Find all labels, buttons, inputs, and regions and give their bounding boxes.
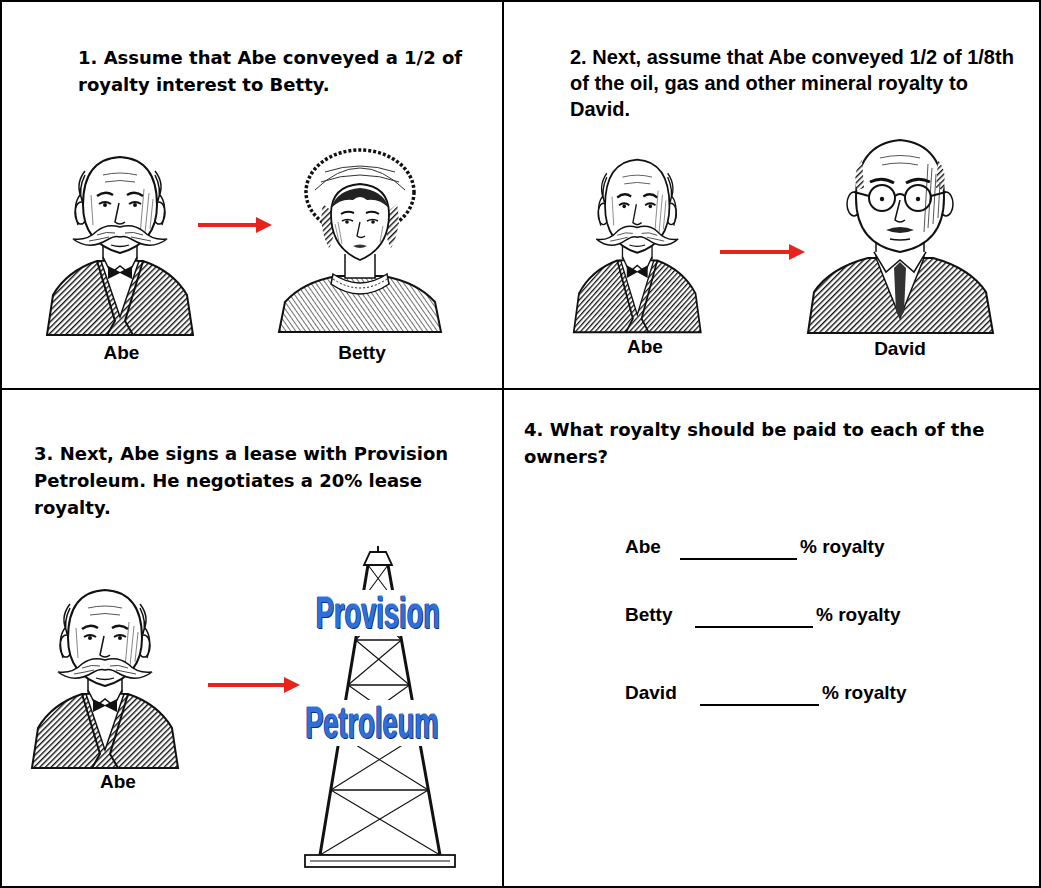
answer-blank <box>700 704 819 706</box>
owner-name: David <box>625 682 677 704</box>
panel: Abe David 2. Next, assume that Abe conveye… <box>502 0 1041 390</box>
portrait-box: Abe <box>570 140 720 362</box>
conveyance-arrow <box>720 250 795 254</box>
person-name: Betty <box>272 342 452 364</box>
portrait-betty <box>357 222 365 238</box>
answer-unit: % royalty <box>800 536 884 558</box>
answer-blank <box>680 558 797 560</box>
portrait-abe-3 <box>32 590 178 768</box>
oil-derrick <box>377 546 379 552</box>
owner-name: Betty <box>625 604 673 626</box>
portrait-betty <box>371 220 375 224</box>
step-text: 2. Next, assume that Abe conveyed 1/2 of… <box>570 44 1020 122</box>
person-name: Abe <box>28 771 208 793</box>
portrait-david <box>856 140 944 252</box>
oil-rig-box: ProvisionPetroleum <box>300 545 460 877</box>
oil-derrick <box>310 861 450 862</box>
answer-blank <box>695 626 813 628</box>
portrait-david <box>886 227 914 233</box>
portrait-betty <box>331 188 389 208</box>
portrait-abe-2 <box>574 160 701 333</box>
portrait-betty <box>331 274 389 294</box>
portrait-betty <box>279 150 441 332</box>
owner-name: Abe <box>625 536 661 558</box>
portrait-abe-1 <box>47 157 193 335</box>
portrait-david <box>880 156 920 166</box>
portrait-david <box>916 197 920 201</box>
step-text: 3. Next, Abe signs a lease with Provisio… <box>34 440 496 521</box>
portrait-betty <box>331 184 389 260</box>
step-text: 1. Assume that Abe conveyed a 1/2 of roy… <box>78 44 478 98</box>
company-name: Petroleum <box>303 700 441 746</box>
portrait-david <box>870 179 930 183</box>
portrait-david <box>905 185 931 211</box>
conveyance-arrow <box>208 683 290 687</box>
answer-blank <box>680 559 819 705</box>
portrait-david <box>936 160 945 190</box>
portrait-david <box>874 252 926 272</box>
person-name: Abe <box>570 336 720 358</box>
portrait-box: David <box>805 122 995 364</box>
portrait-betty <box>353 245 367 249</box>
portrait-david <box>894 262 906 318</box>
portrait-abe-1 <box>47 157 193 335</box>
portrait-david <box>808 140 993 333</box>
person-name: Abe <box>45 342 198 364</box>
portrait-david <box>869 185 895 211</box>
portrait-betty <box>333 279 387 288</box>
panel: 4. What royalty should be paid to each o… <box>502 388 1041 888</box>
portrait-box: Betty <box>272 138 452 368</box>
portrait-david <box>890 239 910 240</box>
portrait-david <box>855 160 864 190</box>
portrait-box: Abe <box>28 572 208 797</box>
answer-unit: % royalty <box>822 682 906 704</box>
portrait-david <box>880 197 884 201</box>
portrait-abe-3 <box>32 590 178 768</box>
person-name: David <box>805 338 995 360</box>
answer-unit: % royalty <box>816 604 900 626</box>
company-name: Provision <box>313 590 442 636</box>
portrait-betty <box>341 212 379 214</box>
portrait-betty <box>345 220 349 224</box>
question-text: 4. What royalty should be paid to each o… <box>524 416 1029 470</box>
portrait-betty <box>335 222 383 244</box>
portrait-david <box>808 258 993 333</box>
portrait-david <box>895 200 905 222</box>
oil-derrick <box>305 855 455 867</box>
panel: Abe Betty 1. Assume that Abe conveyed a 1/… <box>0 0 504 390</box>
conveyance-arrow <box>198 223 262 227</box>
oil-derrick <box>364 552 392 565</box>
portrait-abe-2 <box>574 160 701 333</box>
portrait-box: Abe <box>45 140 198 368</box>
panel: Abe ProvisionPetroleum 3. Next, Abe signs … <box>0 388 504 888</box>
portrait-david <box>854 192 946 196</box>
